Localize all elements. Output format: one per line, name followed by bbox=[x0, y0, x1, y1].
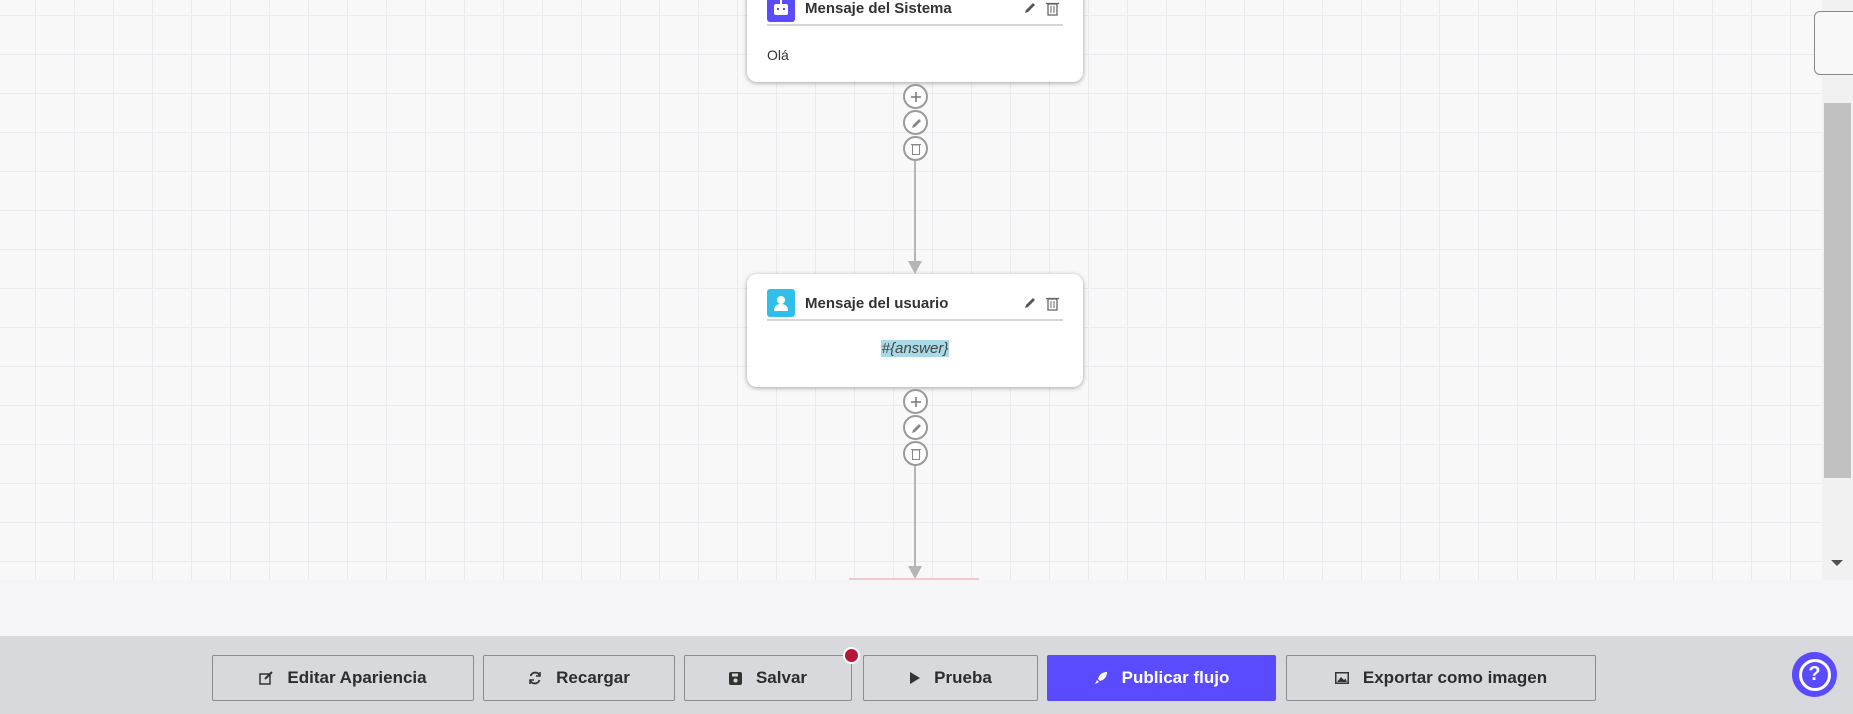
export-image-button[interactable]: Exportar como imagen bbox=[1286, 655, 1596, 701]
rocket-icon bbox=[1094, 672, 1107, 684]
robot-icon bbox=[767, 0, 795, 22]
next-node-edge bbox=[849, 578, 979, 580]
arrow-down-icon bbox=[908, 566, 922, 579]
scrollbar-thumb[interactable] bbox=[1824, 103, 1851, 478]
edit-connection-button[interactable] bbox=[903, 110, 928, 135]
button-label: Recargar bbox=[556, 668, 630, 687]
flow-canvas[interactable]: Mensaje del Sistema Olá Mensaje del usua… bbox=[0, 0, 1822, 580]
edit-connection-button[interactable] bbox=[903, 415, 928, 440]
image-icon bbox=[1334, 672, 1349, 684]
button-label: Editar Apariencia bbox=[287, 668, 427, 687]
scroll-down-arrow-icon[interactable] bbox=[1831, 560, 1843, 566]
delete-connection-button[interactable] bbox=[903, 136, 928, 161]
add-node-button[interactable] bbox=[903, 84, 928, 109]
trash-icon[interactable] bbox=[1041, 0, 1063, 19]
refresh-icon bbox=[529, 671, 541, 685]
pencil-icon[interactable] bbox=[1019, 292, 1041, 314]
edit-icon bbox=[259, 671, 274, 685]
button-label: Salvar bbox=[755, 668, 808, 687]
node-user-message[interactable]: Mensaje del usuario #{answer} bbox=[747, 274, 1083, 387]
variable-placeholder: #{answer} bbox=[880, 340, 950, 357]
connector-line bbox=[914, 161, 916, 261]
save-button[interactable]: Salvar bbox=[684, 655, 852, 701]
publish-flow-button[interactable]: Publicar flujo bbox=[1047, 655, 1276, 701]
test-button[interactable]: Prueba bbox=[863, 655, 1038, 701]
delete-connection-button[interactable] bbox=[903, 441, 928, 466]
question-icon: ? bbox=[1798, 658, 1831, 691]
node-title: Mensaje del Sistema bbox=[805, 0, 952, 17]
side-panel-toggle[interactable] bbox=[1814, 11, 1853, 75]
trash-icon[interactable] bbox=[1041, 292, 1063, 314]
button-label: Prueba bbox=[934, 668, 992, 687]
node-system-message[interactable]: Mensaje del Sistema Olá bbox=[747, 0, 1083, 82]
node-title: Mensaje del usuario bbox=[805, 294, 949, 312]
arrow-down-icon bbox=[908, 261, 922, 274]
user-icon bbox=[767, 289, 795, 317]
footer-toolbar: Editar Apariencia Recargar Salvar Prueba… bbox=[0, 636, 1853, 714]
pencil-icon[interactable] bbox=[1019, 0, 1041, 19]
add-node-button[interactable] bbox=[903, 389, 928, 414]
button-label: Publicar flujo bbox=[1121, 668, 1230, 687]
floppy-disk-icon bbox=[728, 671, 742, 685]
unsaved-changes-indicator bbox=[843, 647, 860, 664]
help-button[interactable]: ? bbox=[1792, 652, 1837, 697]
play-icon bbox=[910, 672, 921, 684]
node-body: Olá bbox=[767, 47, 789, 63]
reload-button[interactable]: Recargar bbox=[483, 655, 675, 701]
button-label: Exportar como imagen bbox=[1362, 668, 1548, 687]
connector-line bbox=[914, 466, 916, 566]
edit-appearance-button[interactable]: Editar Apariencia bbox=[212, 655, 474, 701]
